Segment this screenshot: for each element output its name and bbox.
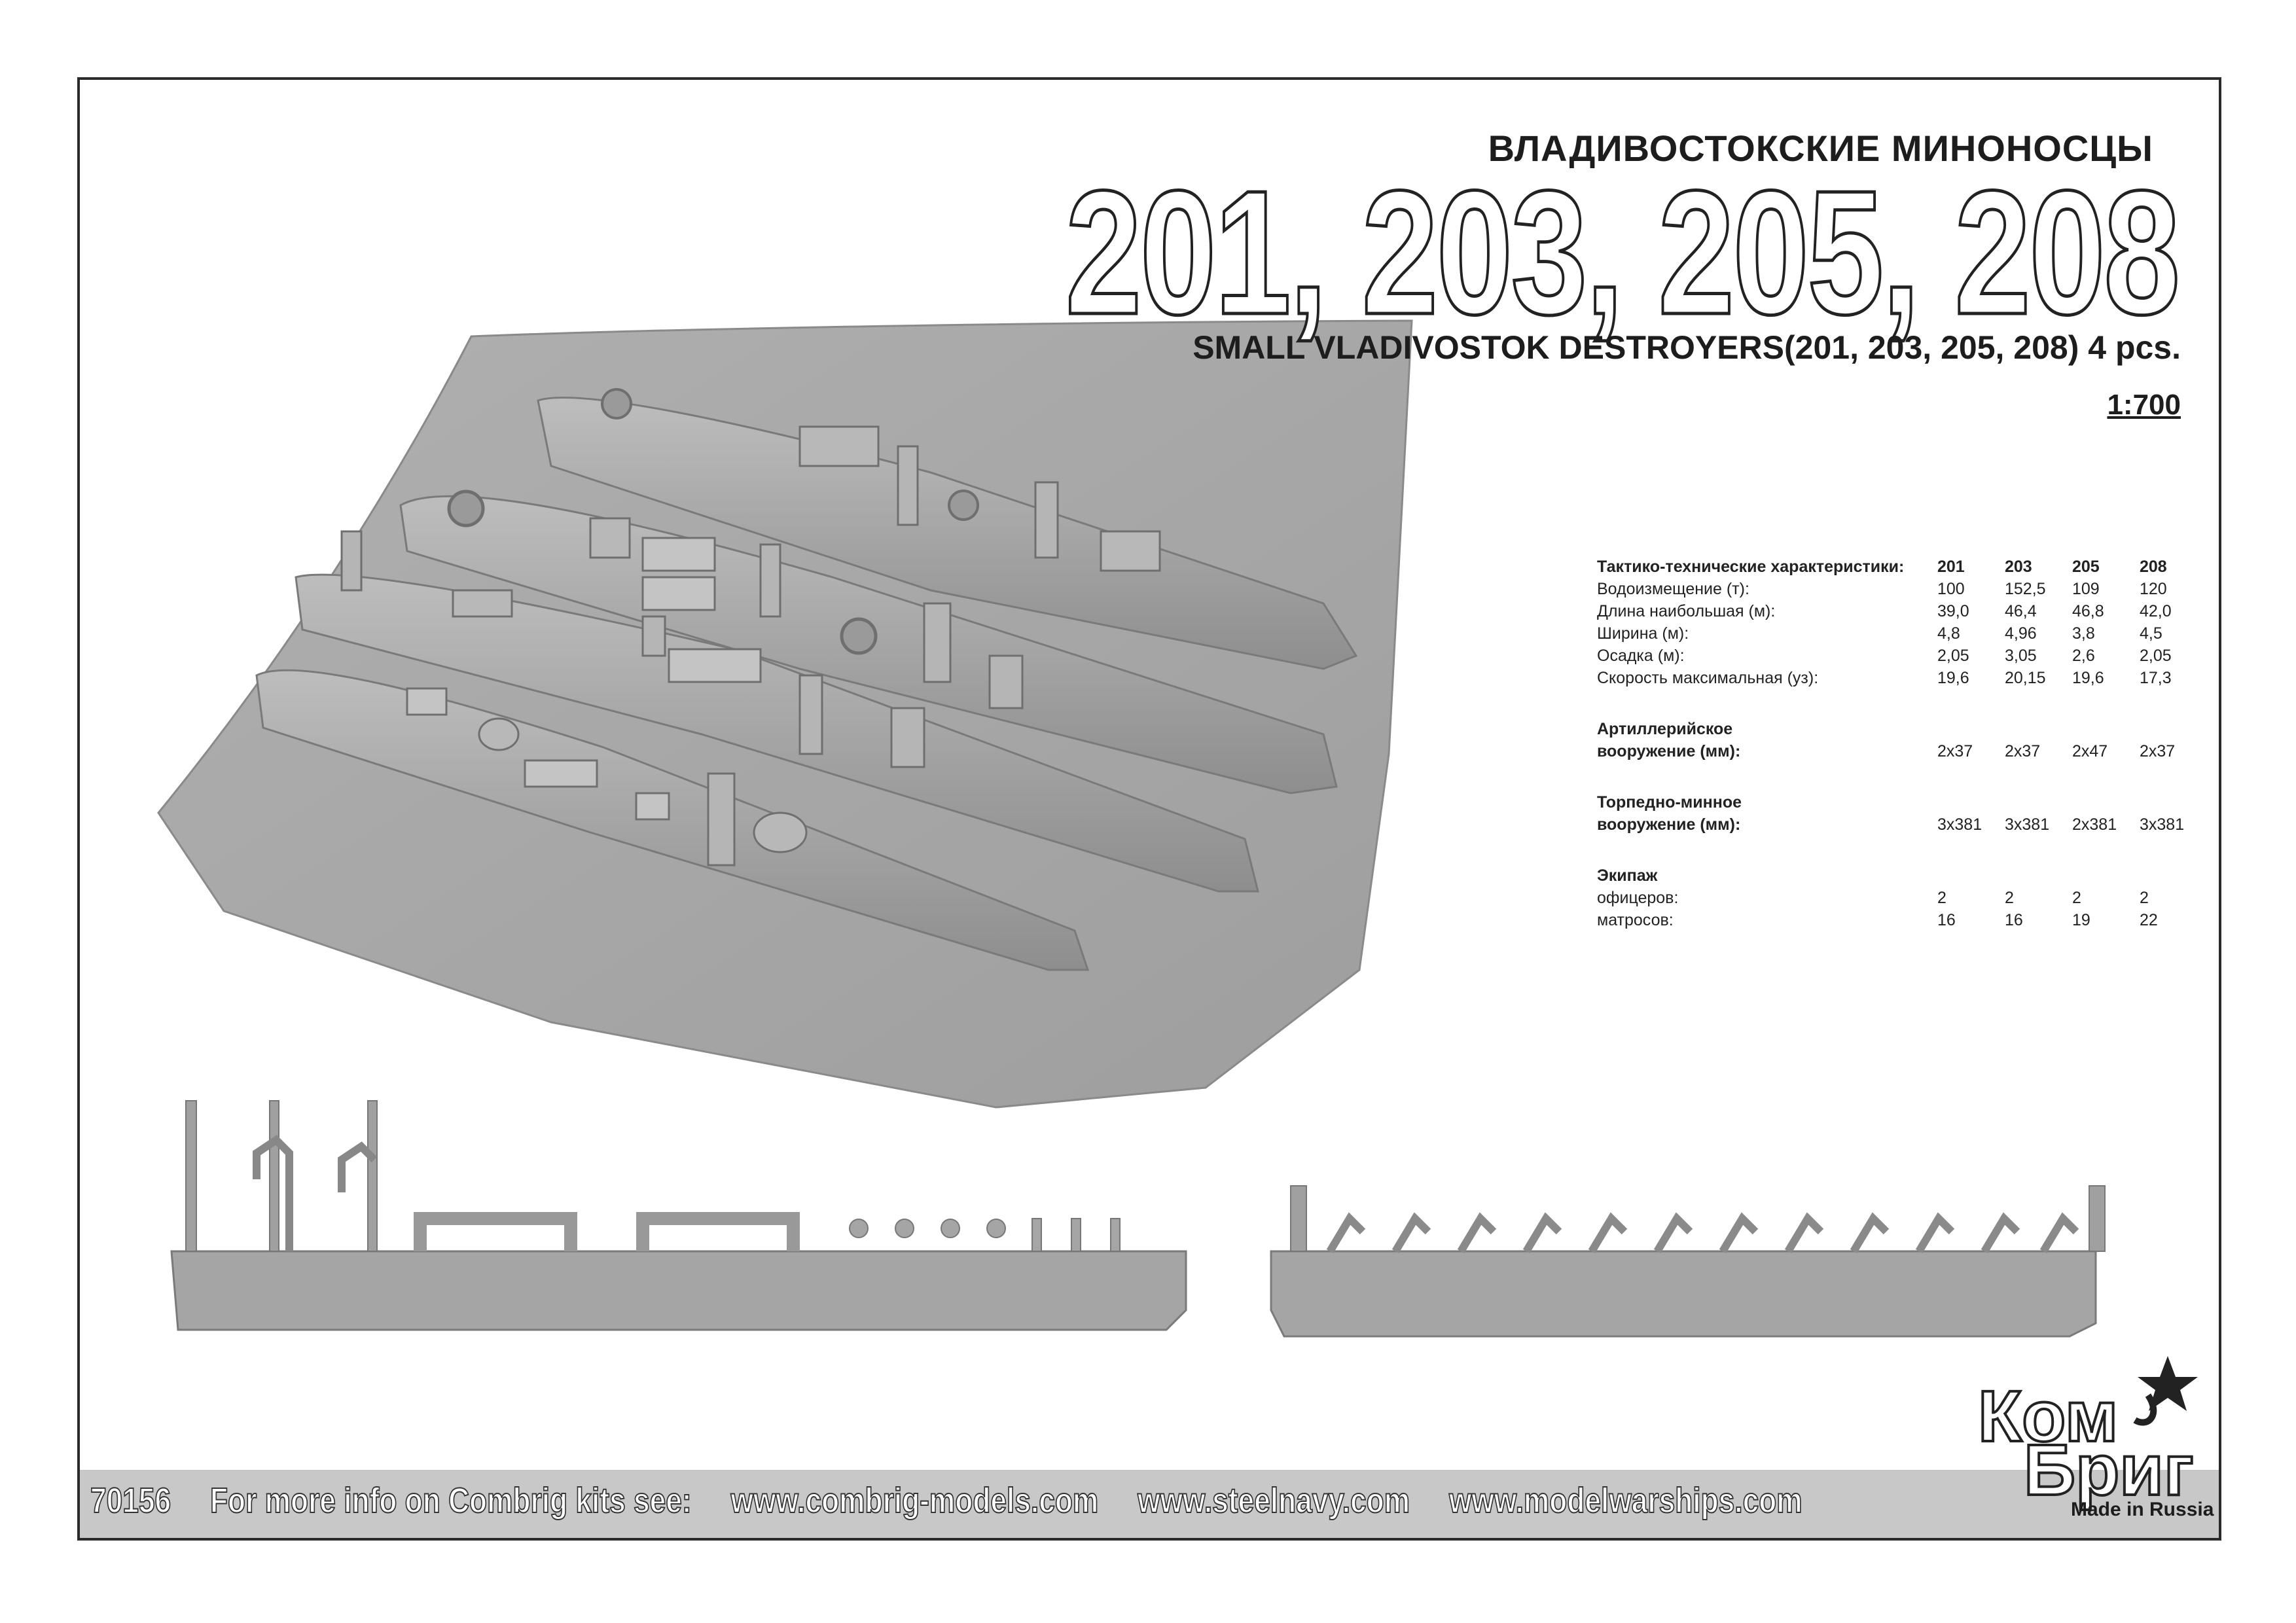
torpedo-value: 3x381	[2140, 815, 2185, 834]
artillery-label: Артиллерийское	[1597, 720, 1733, 738]
torpedo-value: 3x381	[1937, 815, 1982, 834]
artillery-value: 2x37	[2140, 742, 2176, 760]
col-header: 208	[2140, 558, 2167, 576]
ship-numbers: 201, 203, 205, 208	[1064, 154, 2181, 351]
col-header: 203	[2005, 558, 2032, 576]
crew-value: 16	[2005, 911, 2023, 929]
scale-label: 1:700	[2107, 389, 2181, 421]
title-english: SMALL VLADIVOSTOK DESTROYERS(201, 203, 2…	[1193, 329, 2181, 366]
crew-value: 2	[1937, 889, 1946, 907]
spec-value: 3,05	[2005, 647, 2037, 665]
kombrig-logo: Ком Бриг	[1977, 1356, 2198, 1512]
star-icon	[2133, 1356, 2198, 1426]
torpedo-row: вооружение (мм): 3x381 3x381 2x381 3x381	[1597, 815, 2207, 838]
spec-value: 4,96	[2005, 624, 2037, 643]
spec-value: 19,6	[1937, 669, 1969, 687]
spec-value: 4,5	[2140, 624, 2162, 643]
crew-sailors-label: матросов:	[1597, 911, 1674, 929]
spec-value: 46,4	[2005, 602, 2037, 620]
spec-row: Длина наибольшая (м): 39,0 46,4 46,8 42,…	[1597, 602, 2207, 624]
spec-value: 42,0	[2140, 602, 2172, 620]
made-in-russia: Made in Russia	[2071, 1499, 2214, 1520]
torpedo-label: вооружение (мм):	[1597, 815, 1741, 834]
specs-table: Тактико-технические характеристики: 201 …	[1597, 558, 2207, 933]
logo-line-1: Ком	[1978, 1376, 2118, 1457]
spec-value: 120	[2140, 580, 2167, 598]
link-combrig[interactable]: www.combrig-models.com	[730, 1480, 1099, 1521]
hull-201	[537, 388, 1358, 670]
torpedo-value: 3x381	[2005, 815, 2050, 834]
sprue-masts	[170, 1100, 1187, 1331]
crew-value: 2	[2140, 889, 2149, 907]
spec-value: 2,6	[2072, 647, 2095, 665]
logo-line-2: Бриг	[2024, 1430, 2194, 1510]
artillery-label: вооружение (мм):	[1597, 742, 1741, 760]
artillery-value: 2x37	[1937, 742, 1973, 760]
crew-officers-row: офицеров: 2 2 2 2	[1597, 889, 2207, 911]
spec-value: 20,15	[2005, 669, 2046, 687]
torpedo-label-row: Торпедно-минное	[1597, 793, 2207, 815]
specs-heading: Тактико-технические характеристики:	[1597, 558, 1905, 576]
spec-value: 17,3	[2140, 669, 2172, 687]
crew-value: 2	[2005, 889, 2014, 907]
sprue-torpedo-tubes	[1270, 1185, 2106, 1338]
crew-sailors-row: матросов: 16 16 19 22	[1597, 911, 2207, 933]
spec-value: 100	[1937, 580, 1965, 598]
col-header: 205	[2072, 558, 2100, 576]
link-modelwarships[interactable]: www.modelwarships.com	[1448, 1480, 1803, 1521]
torpedo-label: Торпедно-минное	[1597, 793, 1742, 812]
hull-208	[255, 669, 1090, 971]
spec-value: 39,0	[1937, 602, 1969, 620]
kit-code: 70156	[90, 1480, 171, 1521]
torpedo-value: 2x381	[2072, 815, 2117, 834]
artillery-value: 2x47	[2072, 742, 2108, 760]
link-steelnavy[interactable]: www.steelnavy.com	[1137, 1480, 1410, 1521]
footer-info: For more info on Combrig kits see:	[209, 1480, 692, 1521]
hull-203	[399, 490, 1338, 794]
page-frame: ВЛАДИВОСТОКСКИЕ МИНОНОСЦЫ 201, 203, 205,…	[77, 77, 2221, 1541]
crew-heading-row: Экипаж	[1597, 866, 2207, 889]
spec-value: 3,8	[2072, 624, 2095, 643]
crew-value: 22	[2140, 911, 2158, 929]
spec-label: Ширина (м):	[1597, 624, 1689, 643]
spec-row: Водоизмещение (т): 100 152,5 109 120	[1597, 580, 2207, 602]
spec-row: Ширина (м): 4,8 4,96 3,8 4,5	[1597, 624, 2207, 647]
spec-value: 2,05	[2140, 647, 2172, 665]
crew-value: 19	[2072, 911, 2090, 929]
hull-205	[295, 530, 1259, 893]
spec-value: 2,05	[1937, 647, 1969, 665]
spec-label: Скорость максимальная (уз):	[1597, 669, 1819, 687]
crew-heading: Экипаж	[1597, 866, 1658, 885]
footer-band	[80, 1470, 2219, 1538]
spec-value: 19,6	[2072, 669, 2104, 687]
spec-row: Осадка (м): 2,05 3,05 2,6 2,05	[1597, 647, 2207, 669]
title-russian: ВЛАДИВОСТОКСКИЕ МИНОНОСЦЫ	[1488, 128, 2153, 169]
crew-value: 2	[2072, 889, 2081, 907]
spec-label: Длина наибольшая (м):	[1597, 602, 1776, 620]
spec-value: 109	[2072, 580, 2100, 598]
resin-parts-photo	[157, 319, 2106, 1338]
spec-value: 4,8	[1937, 624, 1960, 643]
artillery-row: вооружение (мм): 2x37 2x37 2x47 2x37	[1597, 742, 2207, 764]
spec-value: 152,5	[2005, 580, 2046, 598]
footer-links: 70156 For more info on Combrig kits see:…	[90, 1480, 1833, 1521]
crew-officers-label: офицеров:	[1597, 889, 1679, 907]
spec-label: Осадка (м):	[1597, 647, 1685, 665]
specs-header-row: Тактико-технические характеристики: 201 …	[1597, 558, 2207, 580]
col-header: 201	[1937, 558, 1965, 576]
spec-value: 46,8	[2072, 602, 2104, 620]
spec-label: Водоизмещение (т):	[1597, 580, 1749, 598]
artillery-label-row: Артиллерийское	[1597, 720, 2207, 742]
crew-value: 16	[1937, 911, 1956, 929]
artillery-value: 2x37	[2005, 742, 2041, 760]
spec-row: Скорость максимальная (уз): 19,6 20,15 1…	[1597, 669, 2207, 691]
